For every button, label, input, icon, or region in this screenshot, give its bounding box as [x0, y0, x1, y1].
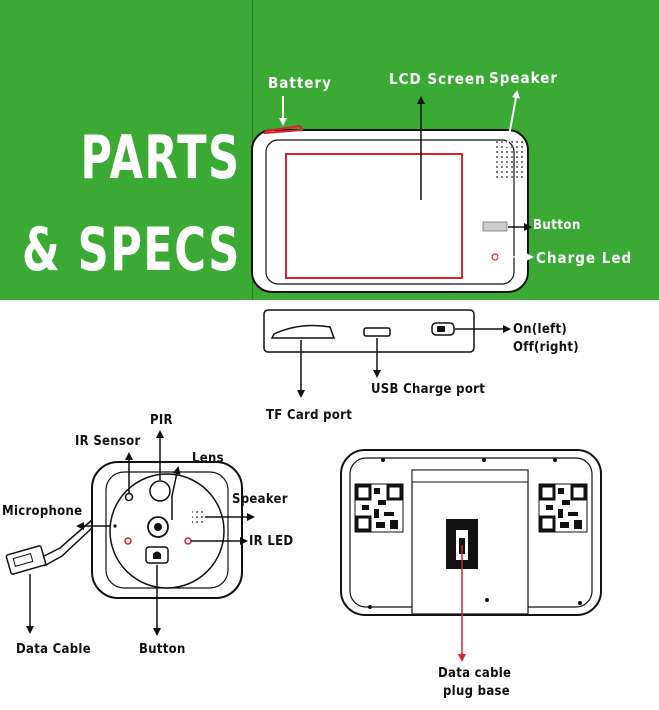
monitor-back: [340, 449, 602, 616]
ir-led-label: IR LED: [249, 534, 294, 549]
speaker-top-label: Speaker: [489, 69, 559, 87]
charge-led-label: Charge Led: [536, 249, 633, 267]
plug-base-label-2: plug base: [443, 684, 511, 699]
speaker-cam-label: Speaker: [232, 492, 288, 507]
usb-port-label: USB Charge port: [371, 382, 486, 397]
data-cable-label: Data Cable: [16, 642, 91, 657]
lens-label: Lens: [192, 451, 224, 466]
camera-unit: [91, 461, 243, 599]
on-off-label-1: On(left): [513, 322, 567, 337]
pir-label: PIR: [150, 413, 173, 428]
side-button: [482, 221, 508, 232]
microphone-hole: [113, 524, 117, 528]
lcd-screen: [285, 153, 463, 279]
ir-sensor: [124, 492, 134, 502]
qr-code-right: [538, 483, 588, 533]
camera-speaker: [192, 511, 204, 523]
title-line-2: & SPECS: [22, 215, 241, 285]
title-line-1: PARTS: [80, 123, 241, 193]
usb-port: [363, 327, 391, 337]
ir-sensor-label: IR Sensor: [75, 434, 141, 449]
on-off-label-2: Off(right): [513, 340, 579, 355]
qr-code-left: [354, 483, 404, 533]
tf-slot: [270, 324, 336, 339]
monitor-front: [251, 124, 529, 293]
plug-base-label-1: Data cable: [438, 666, 512, 681]
tf-card-label: TF Card port: [266, 408, 353, 423]
charge-led-dot: [491, 253, 499, 261]
lcd-screen-label: LCD Screen: [389, 70, 486, 88]
monitor-bottom-edge: [263, 309, 475, 353]
microphone-label: Microphone: [2, 504, 83, 519]
pir-sensor: [149, 480, 171, 502]
button-top-label: Button: [533, 218, 581, 233]
button-cam-label: Button: [139, 642, 186, 657]
battery-label: Battery: [268, 74, 332, 92]
speaker-grille: [494, 140, 524, 180]
